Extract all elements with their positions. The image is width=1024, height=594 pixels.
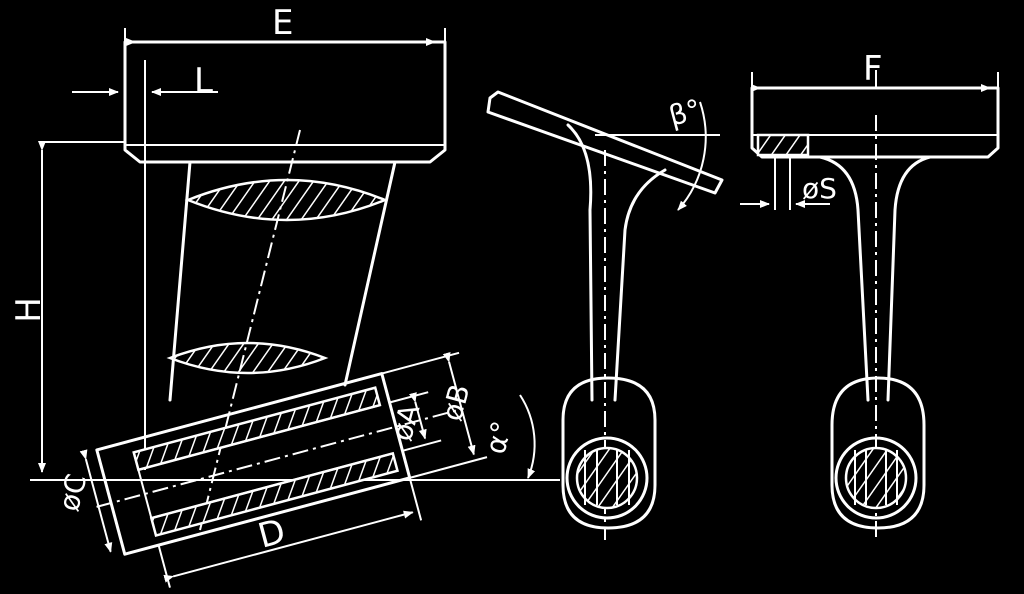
label-phi-b: øB <box>435 381 476 425</box>
end-clamp <box>830 376 926 530</box>
stem-section-upper <box>184 178 389 222</box>
stem-section-lower <box>166 341 329 375</box>
tube-centerline <box>96 407 464 508</box>
label-d: D <box>254 511 290 556</box>
label-phi-c: øC <box>52 471 93 515</box>
dimension-a-line <box>409 392 427 440</box>
side-stem <box>566 123 667 402</box>
dimension-c-line <box>79 449 113 553</box>
beta-arc <box>677 101 707 211</box>
side-tube-section <box>575 446 639 510</box>
side-tube-outer <box>565 436 649 520</box>
front-view: E L H øA øB øC D α° <box>9 3 560 588</box>
label-beta: β° <box>665 93 704 133</box>
tube-section <box>79 351 488 588</box>
dimension-d-line <box>163 510 414 583</box>
side-clamp <box>561 376 657 530</box>
end-view: F øS <box>740 49 1000 540</box>
end-plate-hole <box>756 133 810 157</box>
stem-centerline <box>199 129 301 531</box>
label-alpha: α° <box>479 418 519 458</box>
alpha-arc <box>519 394 536 479</box>
label-l: L <box>194 61 213 101</box>
label-e: E <box>272 3 293 43</box>
label-h: H <box>9 297 49 323</box>
end-tube-outer <box>834 436 918 520</box>
label-f: F <box>863 49 883 89</box>
tilted-plate <box>486 90 724 195</box>
label-phi-s: øS <box>802 172 837 205</box>
dimension-b-line <box>442 352 476 456</box>
side-view: β° <box>486 90 724 540</box>
end-stem <box>818 155 932 402</box>
end-tube-section <box>844 446 908 510</box>
